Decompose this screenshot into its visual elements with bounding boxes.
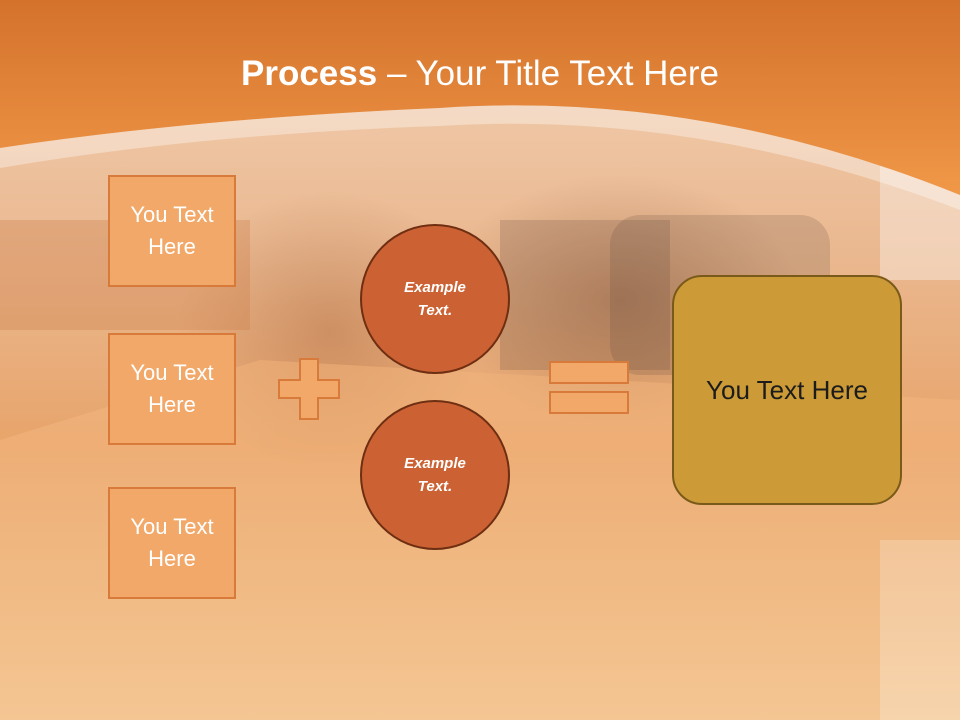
result-box: You Text Here [672,275,902,505]
title-rest: – Your Title Text Here [377,54,719,93]
header-band [0,0,960,195]
result-box-label: You Text Here [706,374,868,405]
example-circle-1: Example Text. [360,224,510,374]
bg-appliance [500,220,670,370]
slide-title: Process – Your Title Text Here [0,52,960,96]
text-box-3-label: You Text Here [130,514,214,571]
example-circle-2: Example Text. [360,400,510,550]
text-box-3: You Text Here [108,487,236,599]
text-box-1: You Text Here [108,175,236,287]
example-circle-2-label: Example Text. [404,455,466,495]
text-box-1-label: You Text Here [130,202,214,259]
example-circle-1-label: Example Text. [404,279,466,319]
text-box-2: You Text Here [108,333,236,445]
text-box-2-label: You Text Here [130,360,214,417]
equals-icon [549,361,629,414]
title-bold: Process [241,54,378,93]
plus-icon [278,358,340,420]
header-highlight [0,105,960,210]
